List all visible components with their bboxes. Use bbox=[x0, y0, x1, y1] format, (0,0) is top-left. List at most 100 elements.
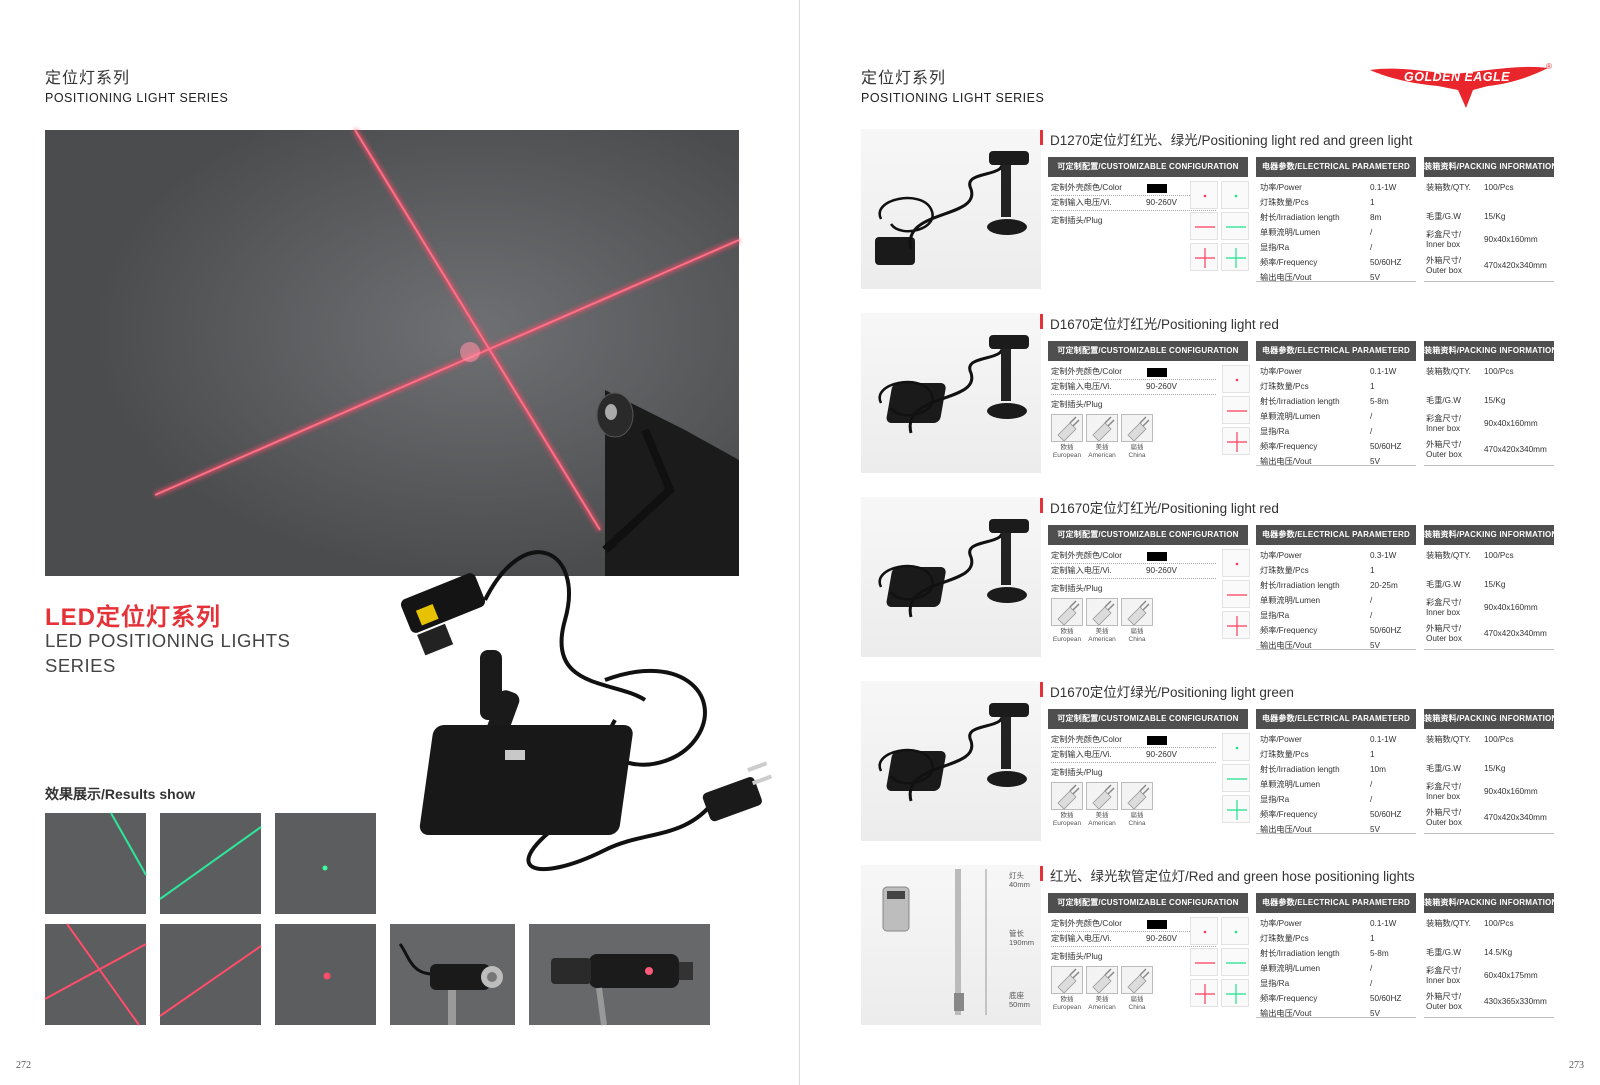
plug-label-en: European bbox=[1052, 636, 1082, 643]
product-image bbox=[861, 129, 1041, 289]
packing-inner-label-en: Inner box bbox=[1426, 976, 1461, 985]
plug-icon bbox=[1127, 968, 1150, 994]
electrical-param-label: 输出电压/Vout bbox=[1260, 457, 1312, 466]
plug-label-en: European bbox=[1052, 452, 1082, 459]
electrical-param-label: 输出电压/Vout bbox=[1260, 1009, 1312, 1018]
electrical-param-label: 输出电压/Vout bbox=[1260, 641, 1312, 650]
hero-laser-image bbox=[45, 128, 741, 576]
packing-bottom-rule bbox=[1424, 465, 1554, 466]
config-divider bbox=[1051, 931, 1216, 932]
packing-inner-label-en: Inner box bbox=[1426, 240, 1461, 249]
plug-option-american[interactable] bbox=[1086, 414, 1118, 442]
config-header: 可定制配置/CUSTOMIZABLE CONFIGURATION bbox=[1048, 341, 1248, 361]
plug-option-china[interactable] bbox=[1121, 414, 1153, 442]
plug-option-european[interactable] bbox=[1051, 966, 1083, 994]
electrical-param-value: 50/60HZ bbox=[1370, 994, 1402, 1003]
electrical-param-value: 0.3-1W bbox=[1370, 551, 1397, 560]
electrical-param-value: / bbox=[1370, 427, 1373, 436]
plug-label-cn: 扁插 bbox=[1130, 444, 1144, 451]
page-number-left: 272 bbox=[16, 1060, 31, 1071]
packing-bottom-rule bbox=[1424, 281, 1554, 282]
config-color-label: 定制外壳颜色/Color bbox=[1051, 735, 1122, 744]
beam-cross-red bbox=[1222, 427, 1250, 455]
plug-option-european[interactable] bbox=[1051, 782, 1083, 810]
electrical-header: 电器参数/ELECTRICAL PARAMETERD bbox=[1256, 709, 1416, 729]
packing-outer-label-en: Outer box bbox=[1426, 634, 1462, 643]
config-divider bbox=[1051, 563, 1216, 564]
electrical-param-value: / bbox=[1370, 780, 1373, 789]
product-image bbox=[861, 681, 1041, 841]
beam-line-red bbox=[1222, 396, 1250, 424]
electrical-param-label: 灯珠数量/Pcs bbox=[1260, 198, 1309, 207]
electrical-header: 电器参数/ELECTRICAL PARAMETERD bbox=[1256, 341, 1416, 361]
electrical-param-value: / bbox=[1370, 979, 1373, 988]
electrical-param-value: / bbox=[1370, 611, 1373, 620]
header-title-en: POSITIONING LIGHT SERIES bbox=[861, 91, 1045, 105]
hose-dimension-cn: 灯头 bbox=[1009, 871, 1024, 880]
electrical-param-label: 灯珠数量/Pcs bbox=[1260, 934, 1309, 943]
plug-label-cn: 美插 bbox=[1095, 628, 1109, 635]
packing-inner-label-en: Inner box bbox=[1426, 424, 1461, 433]
plug-label-en: China bbox=[1128, 820, 1146, 827]
electrical-param-label: 灯珠数量/Pcs bbox=[1260, 382, 1309, 391]
electrical-param-value: 1 bbox=[1370, 934, 1375, 943]
plug-label-cn: 欧插 bbox=[1060, 996, 1074, 1003]
electrical-param-value: / bbox=[1370, 412, 1373, 421]
electrical-param-label: 射长/Irradiation length bbox=[1260, 397, 1340, 406]
config-divider bbox=[1051, 394, 1216, 395]
plug-option-china[interactable] bbox=[1121, 782, 1153, 810]
plug-option-china[interactable] bbox=[1121, 598, 1153, 626]
packing-gw-label: 毛重/G.W bbox=[1426, 764, 1462, 773]
brand-name: GOLDEN EAGLE bbox=[1404, 70, 1511, 84]
plug-icon bbox=[1127, 416, 1150, 442]
electrical-param-label: 频率/Frequency bbox=[1260, 626, 1318, 635]
plug-option-european[interactable] bbox=[1051, 414, 1083, 442]
result-tile-red-line bbox=[159, 924, 262, 1025]
beam-line-red bbox=[1222, 580, 1250, 608]
packing-inner-label: 彩盒尺寸/ bbox=[1426, 782, 1462, 791]
product-title: D1670定位灯红光/Positioning light red bbox=[1040, 313, 1279, 333]
plug-option-american[interactable] bbox=[1086, 966, 1118, 994]
plug-option-american[interactable] bbox=[1086, 782, 1118, 810]
result-tile-device-side bbox=[529, 924, 710, 1026]
config-voltage-value: 90-260V bbox=[1146, 198, 1177, 207]
electrical-bottom-rule bbox=[1256, 465, 1416, 466]
electrical-param-value: / bbox=[1370, 596, 1373, 605]
series-title-cn: LED定位灯系列 bbox=[45, 604, 221, 631]
packing-gw-label: 毛重/G.W bbox=[1426, 212, 1462, 221]
product-title: D1670定位灯绿光/Positioning light green bbox=[1040, 681, 1294, 701]
packing-header: 装箱资料/PACKING INFORMATION bbox=[1424, 893, 1557, 913]
packing-inner-label-en: Inner box bbox=[1426, 792, 1461, 801]
header-title-cn: 定位灯系列 bbox=[861, 70, 947, 87]
hose-dimension-value: 190mm bbox=[1009, 938, 1035, 947]
electrical-param-value: 5V bbox=[1370, 457, 1381, 466]
electrical-param-value: 0.1-1W bbox=[1370, 919, 1397, 928]
electrical-param-label: 显指/Ra bbox=[1260, 795, 1290, 804]
page-divider bbox=[799, 0, 800, 1085]
color-swatch-black bbox=[1147, 552, 1167, 561]
packing-outer-label-en: Outer box bbox=[1426, 450, 1462, 459]
electrical-param-value: / bbox=[1370, 795, 1373, 804]
electrical-param-value: / bbox=[1370, 964, 1373, 973]
plug-option-american[interactable] bbox=[1086, 598, 1118, 626]
electrical-param-label: 单颗流明/Lumen bbox=[1260, 228, 1321, 237]
config-divider bbox=[1051, 747, 1216, 748]
config-header: 可定制配置/CUSTOMIZABLE CONFIGURATION bbox=[1048, 709, 1248, 729]
packing-qty-label: 装箱数/QTY. bbox=[1426, 919, 1471, 928]
electrical-param-label: 射长/Irradiation length bbox=[1260, 213, 1340, 222]
results-title: 效果展示/Results show bbox=[45, 786, 196, 802]
electrical-param-label: 单颗流明/Lumen bbox=[1260, 964, 1321, 973]
packing-bottom-rule bbox=[1424, 649, 1554, 650]
right-page-header: 定位灯系列 POSITIONING LIGHT SERIES bbox=[861, 64, 1044, 105]
electrical-param-label: 频率/Frequency bbox=[1260, 258, 1318, 267]
plug-option-china[interactable] bbox=[1121, 966, 1153, 994]
electrical-header: 电器参数/ELECTRICAL PARAMETERD bbox=[1256, 893, 1416, 913]
plug-option-european[interactable] bbox=[1051, 598, 1083, 626]
packing-qty-value: 100/Pcs bbox=[1484, 183, 1514, 192]
config-voltage-label: 定制输入电压/Vi. bbox=[1051, 934, 1112, 943]
config-divider bbox=[1051, 578, 1216, 579]
